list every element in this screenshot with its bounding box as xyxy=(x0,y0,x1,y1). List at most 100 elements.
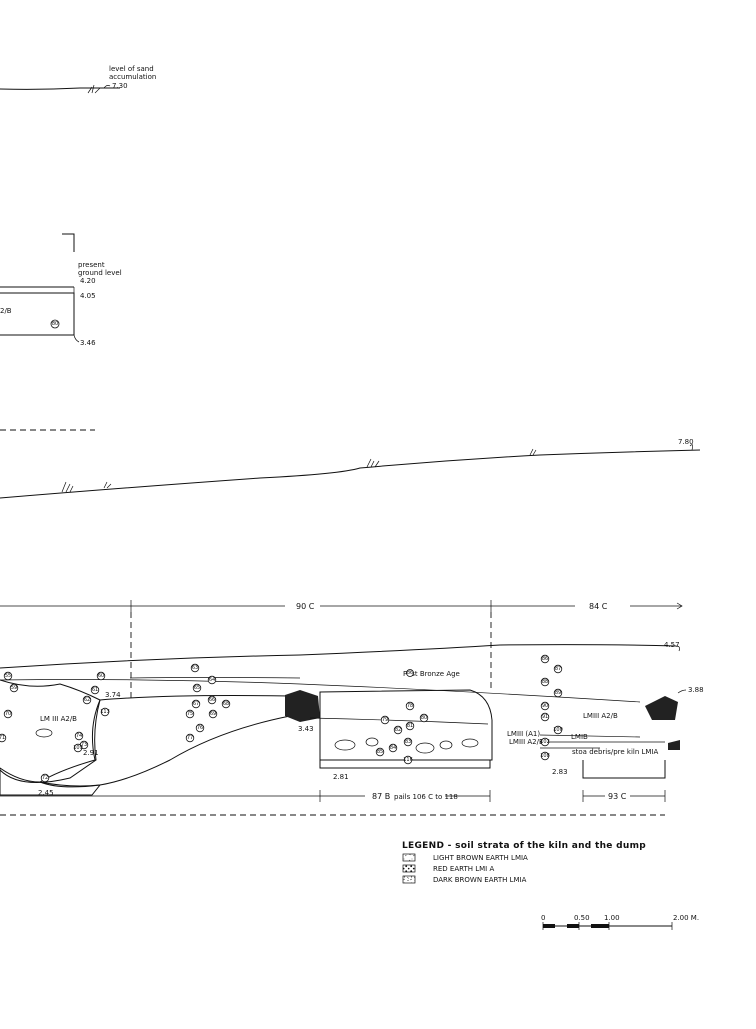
svg-text:87: 87 xyxy=(555,666,561,672)
svg-text:113: 113 xyxy=(100,709,110,715)
elev-245: 2.45 xyxy=(38,789,54,797)
svg-text:55: 55 xyxy=(5,673,11,679)
kiln-stone xyxy=(285,690,320,722)
svg-text:77: 77 xyxy=(187,735,193,741)
svg-text:109: 109 xyxy=(73,745,83,751)
find-marker: 74 xyxy=(74,731,84,741)
find-marker: 86 xyxy=(406,669,414,677)
lm1b-label: LMIB xyxy=(571,733,588,741)
svg-text:RED EARTH LMI A: RED EARTH LMI A xyxy=(433,865,494,873)
svg-text:90: 90 xyxy=(542,703,548,709)
sand-level-group: level of sand accumulation 7.30 xyxy=(0,65,156,94)
ground-level-fragment: 2/B xyxy=(0,307,12,315)
find-marker: 70 xyxy=(3,709,13,719)
ground-level-label-1: present xyxy=(78,261,105,269)
svg-text:86: 86 xyxy=(542,656,548,662)
svg-text:79: 79 xyxy=(382,717,388,723)
legend-item-red-earth: RED EARTH LMI A xyxy=(402,864,494,873)
svg-text:86: 86 xyxy=(407,670,413,676)
find-marker: 65 xyxy=(192,683,202,693)
svg-text:78: 78 xyxy=(407,703,413,709)
find-marker: 63 xyxy=(190,663,200,673)
elev-283: 2.83 xyxy=(552,768,568,776)
grass-icon xyxy=(529,448,537,456)
svg-text:63: 63 xyxy=(192,665,198,671)
find-marker: 109 xyxy=(73,743,83,753)
red-earth-dump xyxy=(38,695,291,788)
scale-tick-200: 2.00 M. xyxy=(673,914,699,922)
find-marker: 91 xyxy=(540,712,550,722)
elev-281: 2.81 xyxy=(333,773,349,781)
find-marker: 60 xyxy=(96,671,106,681)
find-marker: 66 xyxy=(207,695,217,705)
svg-text:73: 73 xyxy=(81,742,87,748)
find-marker: 62 xyxy=(82,695,92,705)
grass-icon xyxy=(103,481,112,489)
svg-text:DARK BROWN EARTH LMIA: DARK BROWN EARTH LMIA xyxy=(433,876,527,884)
surface-profile-line xyxy=(0,449,701,499)
svg-text:60: 60 xyxy=(98,673,104,679)
scale-tick-100: 1.00 xyxy=(604,914,620,922)
svg-text:68: 68 xyxy=(223,701,229,707)
section-93c-label: 93 C xyxy=(608,792,627,801)
ground-level-elev-top: 4.20 xyxy=(80,277,96,285)
sand-level-line xyxy=(0,87,120,90)
svg-text:61: 61 xyxy=(92,687,98,693)
find-marker: 102 xyxy=(540,737,550,747)
find-marker: 68 xyxy=(221,699,231,709)
svg-text:76: 76 xyxy=(197,725,203,731)
lm3-a1-label: LMIII (A1) xyxy=(507,730,540,738)
find-marker: 100 xyxy=(553,725,563,735)
stoa-debris-label: stoa debris/pre kiln LMIA xyxy=(572,748,659,756)
scale-tick-050: 0.50 xyxy=(574,914,590,922)
find-marker: 84 xyxy=(388,743,398,753)
find-marker: 55 xyxy=(3,671,13,681)
svg-text:80: 80 xyxy=(421,715,427,721)
section-dimension-bottom: 87 B pails 106 C to 118 93 C xyxy=(0,790,666,802)
find-marker: 80 xyxy=(419,713,429,723)
light-brown-kiln-fill xyxy=(319,689,493,761)
dark-brown-layer xyxy=(0,767,102,796)
find-marker: 79 xyxy=(380,715,390,725)
grass-icon xyxy=(366,458,380,468)
sand-level-elevation: 7.30 xyxy=(112,82,128,90)
elev-457: 4.57 xyxy=(664,641,680,649)
svg-text:70: 70 xyxy=(5,711,11,717)
svg-text:75: 75 xyxy=(187,711,193,717)
find-marker: 85 xyxy=(375,747,385,757)
ground-section-box xyxy=(0,292,75,336)
find-marker: 116 xyxy=(403,755,413,765)
svg-text:116: 116 xyxy=(403,757,413,763)
svg-text:71: 71 xyxy=(0,735,5,741)
find-marker: 67 xyxy=(191,699,201,709)
find-marker: 108 xyxy=(540,751,550,761)
find-marker: 64 xyxy=(207,675,217,685)
find-marker: 86 xyxy=(540,654,550,664)
elev-374: 3.74 xyxy=(105,691,121,699)
profile-group: 7.80 xyxy=(0,429,701,499)
profile-elevation: 7.80 xyxy=(678,438,694,446)
svg-text:69: 69 xyxy=(210,711,216,717)
find-marker: 90 xyxy=(540,701,550,711)
svg-text:89: 89 xyxy=(555,690,561,696)
legend-title: LEGEND - soil strata of the kiln and the… xyxy=(402,841,646,851)
stones xyxy=(35,728,479,754)
lm3-left-deposit xyxy=(0,679,101,783)
scale-tick-0: 0 xyxy=(541,914,545,922)
elevation-pointer xyxy=(103,84,111,89)
ground-level-group: present ground level 4.20 4.05 2/B 80 3.… xyxy=(0,233,122,347)
find-marker: 88 xyxy=(540,677,550,687)
find-marker: 75 xyxy=(185,709,195,719)
post-bronze-horizon xyxy=(0,679,641,703)
ground-level-elev-bottom: 3.46 xyxy=(80,339,96,347)
svg-text:LIGHT BROWN EARTH LMIA: LIGHT BROWN EARTH LMIA xyxy=(433,854,528,862)
svg-text:102: 102 xyxy=(540,739,550,745)
svg-text:72: 72 xyxy=(42,775,48,781)
svg-text:59: 59 xyxy=(11,685,17,691)
elev-388: 3.88 xyxy=(688,686,704,694)
svg-text:88: 88 xyxy=(542,679,548,685)
scale-bar: 0 0.50 1.00 2.00 M. xyxy=(541,914,699,930)
svg-text:84: 84 xyxy=(390,745,396,751)
sand-level-label-1: level of sand xyxy=(109,65,154,73)
